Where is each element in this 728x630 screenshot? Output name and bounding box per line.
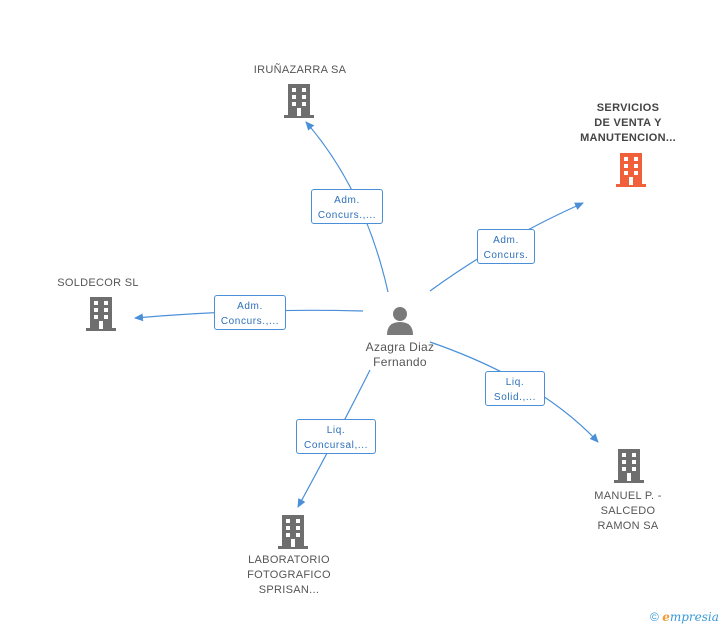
node-label-line: SOLDECOR SL [57, 277, 139, 289]
node-label-irunazarra: IRUÑAZARRA SA [220, 63, 380, 78]
edge-role-line: Adm. [493, 235, 519, 246]
edge-role-line: Adm. [334, 195, 360, 206]
node-label-line: SERVICIOS [596, 102, 660, 114]
company-node-irunazarra[interactable] [283, 84, 315, 123]
building-icon [86, 297, 116, 331]
edge-label-servicios[interactable]: Adm. Concurs. [477, 229, 535, 264]
node-label-line: IRUÑAZARRA SA [253, 64, 347, 76]
copyright-symbol: © [650, 610, 659, 624]
empresia-logo: empresia [662, 610, 719, 624]
edge-role-line: Concursal,... [304, 440, 368, 451]
center-name-line1: Azagra Diaz [365, 340, 435, 354]
edge-role-line: Adm. [237, 301, 263, 312]
node-label-line: MANUEL P. - [594, 490, 662, 502]
edge-role-line: Concurs.,... [220, 316, 280, 327]
edge-role-line: Concurs. [483, 250, 529, 261]
building-icon [284, 84, 314, 118]
edge-label-soldecor[interactable]: Adm. Concurs.,... [214, 295, 286, 330]
center-person[interactable] [385, 305, 415, 335]
edge-role-line: Solid.,... [493, 392, 537, 403]
company-node-manuel[interactable] [613, 449, 645, 488]
edge-role-line: Liq. [505, 377, 525, 388]
node-label-line: RAMON SA [597, 520, 659, 532]
building-icon [614, 449, 644, 483]
node-label-line: LABORATORIO [248, 554, 330, 566]
node-label-line: SPRISAN... [258, 584, 320, 596]
node-label-line: SALCEDO [600, 505, 656, 517]
logo-e: e [662, 610, 670, 624]
node-label-line: FOTOGRAFICO [247, 569, 331, 581]
building-icon [278, 515, 308, 549]
center-name-line2: Fernando [373, 355, 427, 369]
node-label-laboratorio: LABORATORIO FOTOGRAFICO SPRISAN... [219, 553, 359, 598]
edge-label-manuel[interactable]: Liq. Solid.,... [485, 371, 545, 406]
edge-role-line: Liq. [326, 425, 346, 436]
footer-brand: © empresia [650, 610, 719, 624]
center-person-label: Azagra Diaz Fernando [340, 340, 460, 370]
node-label-manuel: MANUEL P. - SALCEDO RAMON SA [558, 489, 698, 534]
company-node-soldecor[interactable] [85, 297, 117, 336]
company-node-servicios[interactable] [615, 153, 647, 192]
node-label-servicios: SERVICIOS DE VENTA Y MANUTENCION... [548, 101, 708, 146]
node-label-soldecor: SOLDECOR SL [28, 276, 168, 291]
company-node-laboratorio[interactable] [277, 515, 309, 554]
node-label-line: DE VENTA Y [594, 117, 662, 129]
edge-label-laboratorio[interactable]: Liq. Concursal,... [296, 419, 376, 454]
node-label-line: MANUTENCION... [580, 132, 676, 144]
person-icon [387, 307, 413, 335]
edge-role-line: Concurs.,... [317, 210, 377, 221]
building-icon [616, 153, 646, 187]
logo-text: mpresia [669, 610, 719, 624]
edge-label-irunazarra[interactable]: Adm. Concurs.,... [311, 189, 383, 224]
